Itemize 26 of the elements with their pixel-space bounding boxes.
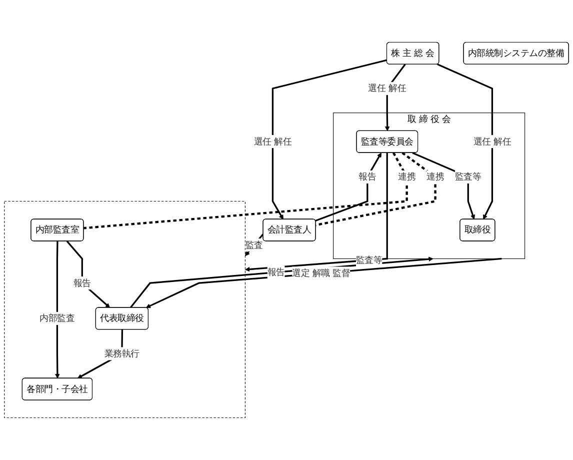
arrow — [244, 234, 264, 256]
arrow — [66, 240, 110, 308]
edge-label: 内部監査 — [40, 312, 75, 324]
edge-label: 報告 — [73, 278, 91, 288]
edge-label: 監査 — [245, 240, 263, 250]
edge-label: 監査等 — [454, 171, 482, 182]
edge-label: 連携 — [398, 171, 416, 182]
arrow — [146, 258, 502, 308]
edge-label: 選任 解任 — [368, 83, 406, 94]
edge-label: 監査等 — [356, 254, 382, 266]
connector — [316, 152, 436, 226]
arrow — [437, 64, 494, 220]
arrow — [55, 241, 60, 379]
connector — [84, 152, 408, 230]
edge-label: 選任 解任 — [254, 136, 292, 147]
arrow — [272, 59, 388, 220]
edge-label: 業務執行 — [104, 348, 140, 359]
edge-label: 選任 解任 — [473, 136, 512, 147]
arrow — [315, 152, 382, 222]
cluster — [4, 200, 246, 418]
edge-label: 報告 — [358, 171, 376, 182]
arrow — [412, 152, 476, 220]
edge-label: 連携 — [426, 171, 444, 182]
arrow — [244, 152, 388, 272]
edge-label: 選定 解職 監督 — [292, 268, 350, 278]
edge-label: 報告 — [267, 266, 285, 278]
